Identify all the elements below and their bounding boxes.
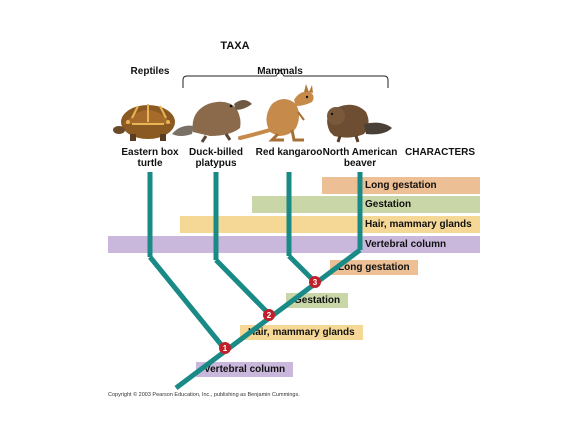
taxon-label-line: platypus [195, 158, 237, 169]
node-marker-1: 1 [219, 342, 231, 354]
taxon-label-line: turtle [137, 158, 163, 169]
taxon-label-red-kangaroo: Red kangaroo [248, 147, 330, 158]
matrix-band-gestation: Gestation [252, 196, 480, 213]
turtle-illustration [113, 104, 175, 141]
svg-text:3: 3 [313, 278, 318, 287]
kangaroo-illustration [238, 84, 314, 142]
svg-text:1: 1 [223, 344, 228, 353]
platypus-illustration [172, 100, 252, 143]
branch-turtle-lower [148, 255, 225, 349]
group-label-reptiles: Reptiles [130, 66, 170, 77]
tree-character-long-gestation: Long gestation [330, 260, 418, 275]
tree-branches [147, 172, 363, 390]
taxon-label-line: Red kangaroo [255, 147, 323, 158]
matrix-band-label: Long gestation [365, 180, 437, 191]
taxon-label-eastern-box-turtle: Eastern box turtle [105, 147, 195, 169]
matrix-band-label: Hair, mammary glands [365, 219, 472, 230]
taxon-label-duck-billed-platypus: Duck-billed platypus [176, 147, 256, 169]
tree-character-vertebral-column: Vertebral column [196, 362, 294, 377]
taxon-label-line: Eastern box [121, 147, 179, 158]
characters-label: CHARACTERS [405, 147, 475, 158]
tree-character-hair-mammary-glands: Hair, mammary glands [240, 325, 363, 340]
matrix-band-hair-mammary-glands: Hair, mammary glands [180, 216, 480, 233]
matrix-band-label: Gestation [365, 199, 412, 210]
copyright-notice: Copyright © 2003 Pearson Education, Inc.… [108, 392, 300, 398]
taxon-label-line: North American [322, 147, 398, 158]
taxon-label-north-american-beaver: North American beaver [318, 147, 402, 169]
taxon-label-line: Duck-billed [189, 147, 243, 158]
mammals-bracket [182, 69, 389, 88]
taxa-title: TAXA [220, 40, 250, 52]
matrix-band-vertebral-column: Vertebral column [108, 236, 480, 253]
node-marker-2: 2 [263, 309, 275, 321]
node-marker-3: 3 [309, 276, 321, 288]
svg-text:2: 2 [267, 311, 272, 320]
taxon-label-line: beaver [343, 158, 377, 169]
branch-kangaroo-lower [287, 254, 316, 283]
beaver-illustration [327, 104, 392, 143]
matrix-band-label: Vertebral column [365, 239, 447, 250]
group-label-mammals: Mammals [257, 66, 303, 77]
branch-platypus-lower [214, 258, 270, 315]
